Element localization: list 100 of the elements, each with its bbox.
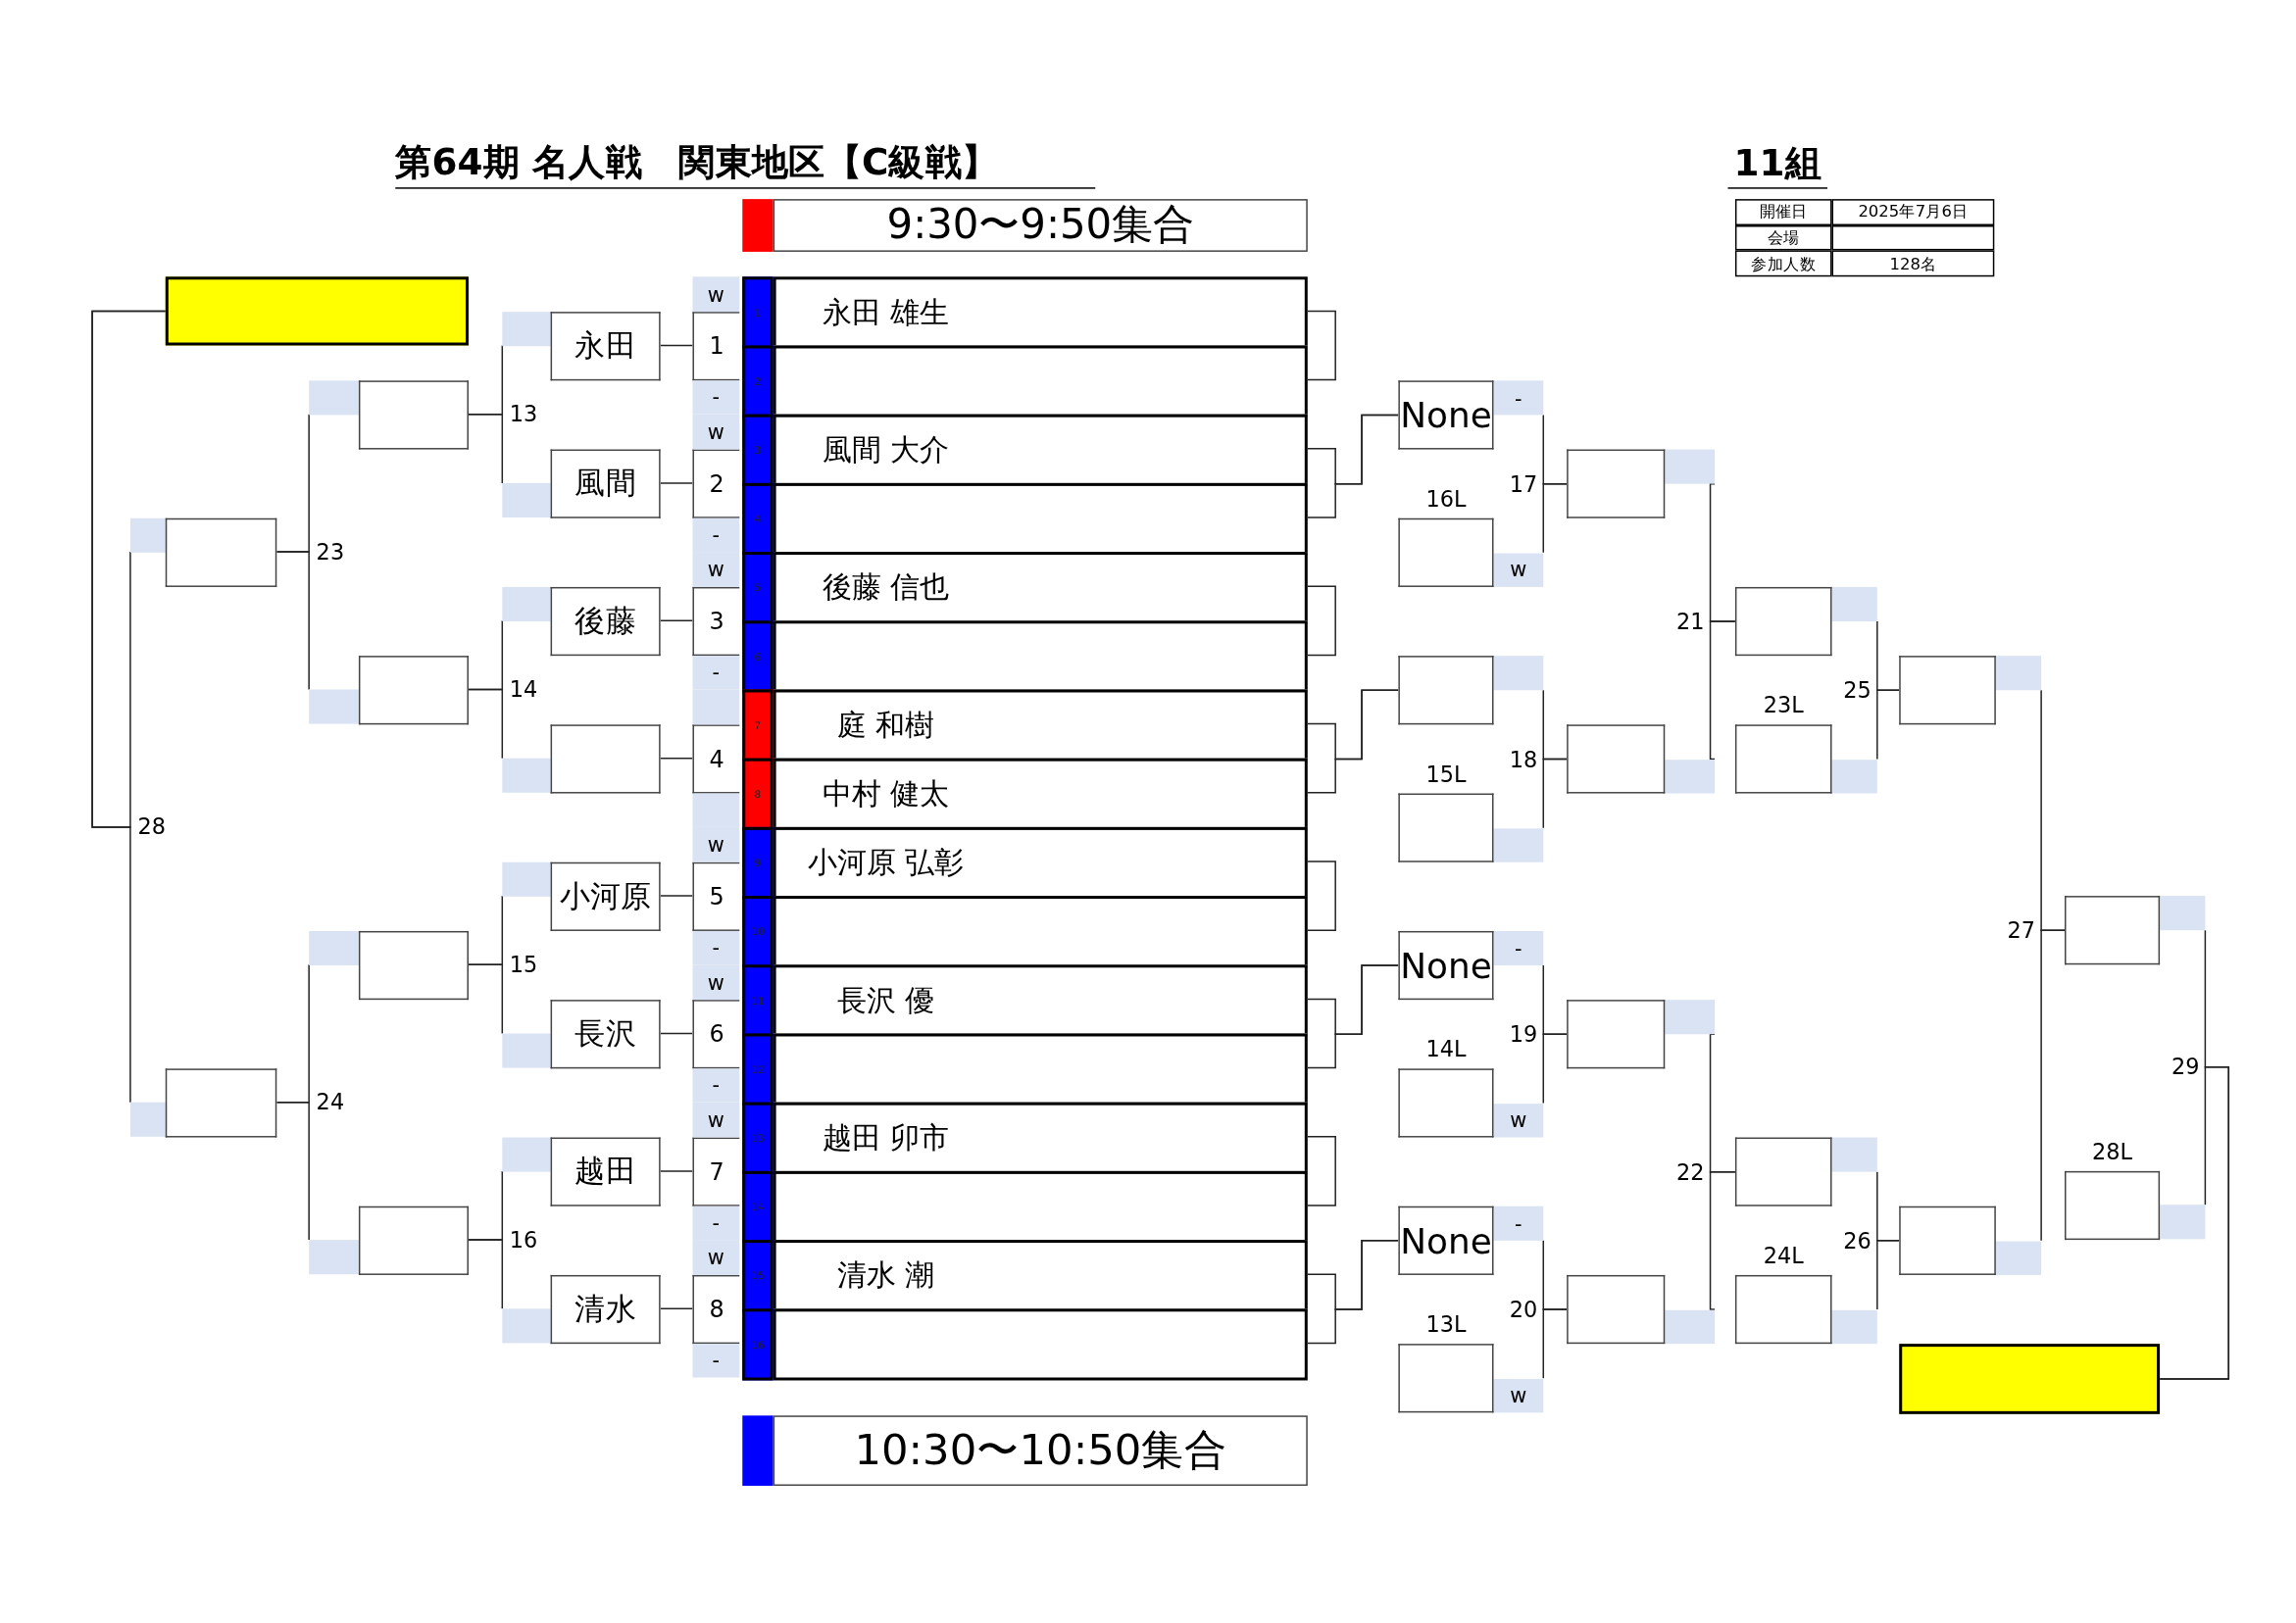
bracket-box — [1734, 1274, 1877, 1345]
bracket-box — [1567, 449, 1716, 518]
assembly-time-box: 10:30〜10:50集合 — [773, 1415, 1308, 1487]
result-mark: w — [1509, 1382, 1528, 1409]
bracket-box — [1899, 656, 2042, 725]
match-number-cell — [692, 999, 740, 1068]
bracket-box — [1398, 1068, 1544, 1138]
bracket-box — [1899, 1205, 2042, 1275]
match-number: 7 — [709, 1156, 724, 1186]
player-name: 小河原 — [559, 877, 652, 915]
group-label: 11組 — [1727, 138, 1828, 189]
result-mark: - — [1514, 1210, 1523, 1238]
result-cell: - — [692, 1067, 740, 1103]
loser-label: 16L — [1424, 484, 1468, 515]
result-cell: - — [692, 517, 740, 553]
player-name: 後藤 信也 — [822, 568, 951, 607]
match-number: 20 — [1508, 1295, 1538, 1325]
bracket-box — [129, 1067, 277, 1137]
player-name: None — [1400, 1219, 1492, 1261]
result-cell: - — [692, 930, 740, 965]
result-cell: w — [692, 1102, 740, 1137]
player-name: 小河原 弘彰 — [807, 843, 966, 882]
match-number: 26 — [1842, 1226, 1872, 1256]
bracket-box — [309, 930, 469, 1000]
loser-label: 28L — [2091, 1137, 2134, 1167]
info-cell: 会場 — [1734, 224, 1832, 251]
match-number-cell — [692, 1136, 740, 1205]
bracket-box — [309, 379, 469, 449]
title: 第64期 名人戦 関東地区【C級戦】 — [395, 138, 1096, 189]
loser-label: 14L — [1424, 1035, 1468, 1065]
result-mark: - — [1514, 384, 1523, 412]
bracket-line — [1307, 689, 1400, 794]
bracket-box — [1398, 656, 1544, 725]
bracket-box — [2065, 896, 2206, 965]
player-name: 清水 潮 — [836, 1256, 936, 1295]
winner-box — [1899, 1344, 2161, 1414]
player-name: 越田 卯市 — [822, 1118, 951, 1157]
player-name: 後藤 — [574, 602, 636, 641]
match-number-cell — [692, 448, 740, 517]
player-name: 長沢 優 — [836, 981, 936, 1020]
match-number: 24 — [316, 1088, 346, 1118]
match-number-cell — [692, 723, 740, 793]
bracket-line — [1307, 964, 1400, 1069]
bracket-box — [1398, 793, 1544, 862]
bracket-line — [659, 895, 694, 897]
match-number: 23 — [316, 537, 346, 567]
player-name: 風間 大介 — [822, 430, 951, 469]
bracket-line — [659, 619, 694, 622]
bracket-box — [1734, 586, 1877, 657]
match-number-cell — [692, 586, 740, 656]
match-number: 14 — [509, 675, 539, 705]
result-cell: w — [692, 276, 740, 312]
match-number: 29 — [2170, 1053, 2200, 1083]
result-mark: - — [1514, 935, 1523, 962]
bracket-box — [1734, 724, 1877, 794]
bracket-line — [659, 344, 694, 347]
player-box — [502, 311, 661, 380]
player-name: 清水 — [574, 1290, 636, 1329]
result-cell: - — [692, 655, 740, 690]
bracket-box — [1567, 724, 1716, 794]
bracket-box — [309, 1205, 469, 1275]
bracket-line — [659, 1032, 694, 1035]
loser-label: 23L — [1762, 691, 1805, 721]
player-name: 永田 — [574, 326, 636, 366]
bracket-box — [309, 655, 469, 724]
player-box — [502, 1274, 661, 1344]
match-number: 1 — [709, 331, 724, 360]
player-box — [502, 448, 661, 517]
result-cell: - — [692, 1343, 740, 1378]
info-cell: 開催日 — [1734, 199, 1832, 225]
player-name: 長沢 — [574, 1014, 636, 1054]
match-number: 13 — [509, 400, 539, 430]
bracket-line — [1307, 310, 1336, 381]
bracket-line — [1307, 585, 1336, 657]
loser-label: 13L — [1424, 1310, 1468, 1341]
player-name: None — [1400, 945, 1492, 986]
bracket-line — [2159, 1066, 2230, 1380]
result-cell: w — [692, 552, 740, 587]
player-box — [502, 861, 661, 931]
bracket-box — [1567, 1000, 1716, 1069]
result-cell: w — [692, 964, 740, 1000]
match-number: 4 — [709, 744, 724, 772]
match-number: 6 — [709, 1019, 724, 1048]
match-number: 17 — [1508, 469, 1538, 500]
loser-label: 24L — [1762, 1242, 1805, 1271]
match-number: 28 — [137, 812, 167, 843]
player-box — [502, 999, 661, 1068]
player-box — [502, 723, 661, 793]
player-name: 庭 和樹 — [836, 706, 936, 745]
result-cell: w — [692, 826, 740, 861]
match-number: 25 — [1842, 675, 1872, 706]
match-number: 18 — [1508, 745, 1538, 774]
result-cell: - — [692, 379, 740, 415]
bracket-line — [1307, 861, 1336, 931]
bracket-line — [1307, 1136, 1336, 1206]
result-cell: - — [692, 1205, 740, 1241]
match-number-cell — [692, 861, 740, 931]
match-number: 19 — [1508, 1019, 1538, 1050]
bracket-line — [1307, 1240, 1400, 1345]
match-number-cell — [692, 311, 740, 380]
